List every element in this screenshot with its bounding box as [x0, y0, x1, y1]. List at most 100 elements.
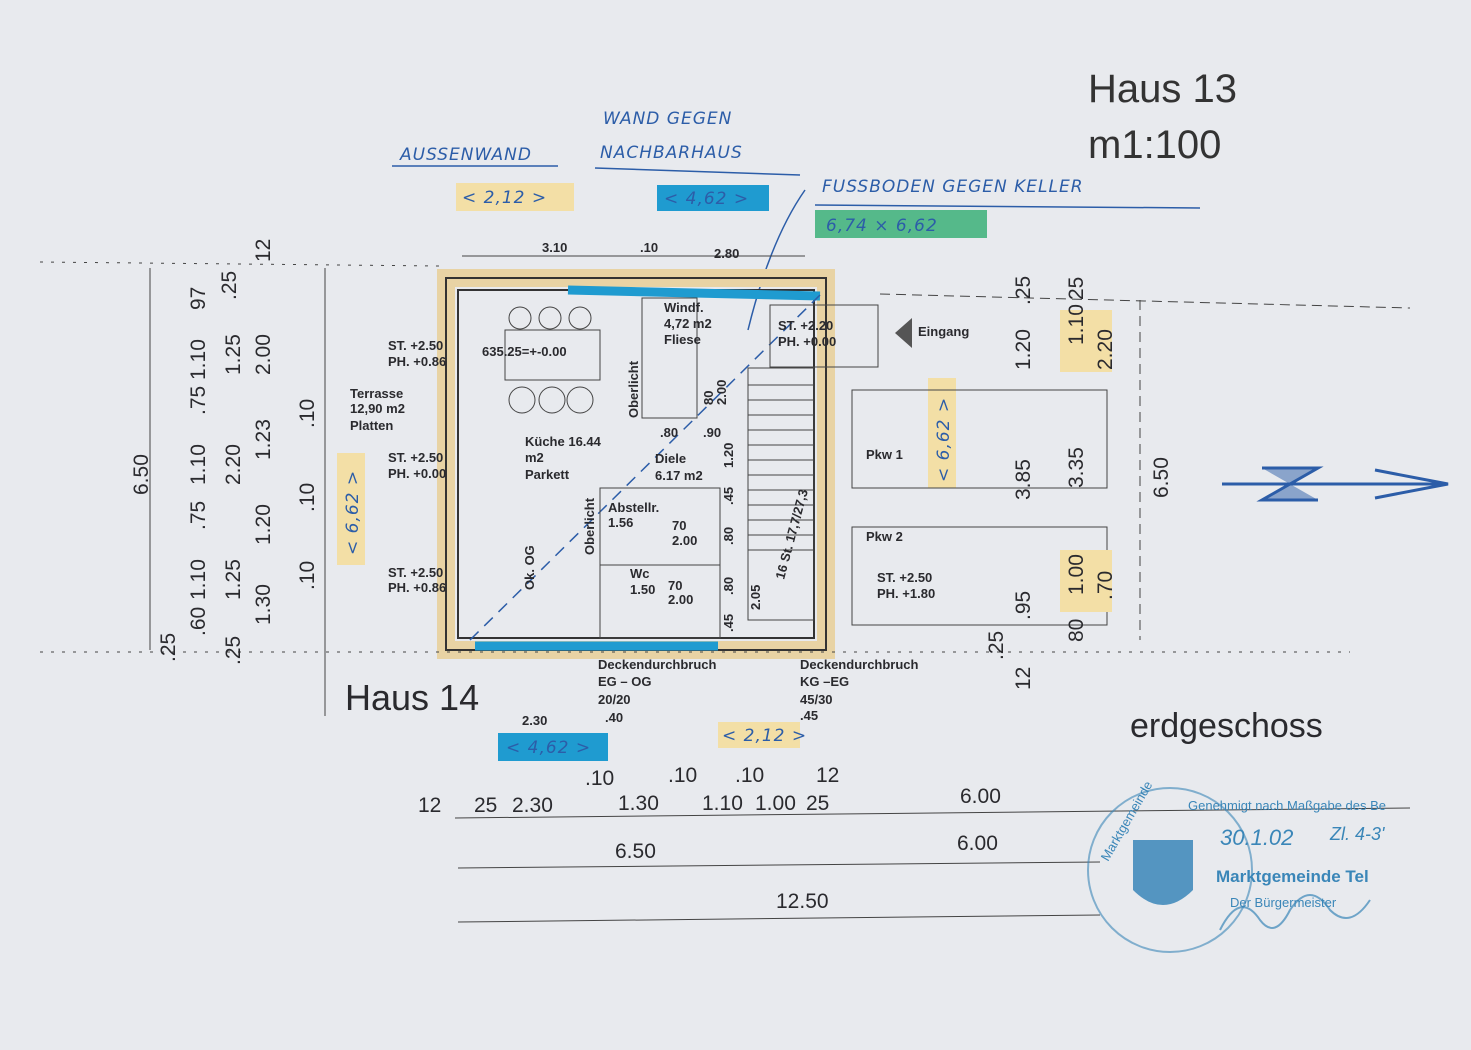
dim-left-a: .75: [187, 386, 210, 415]
ceiling-opening-1-floors: EG – OG: [598, 674, 651, 689]
car2-label: Pkw 2: [866, 529, 903, 544]
stair-treads: [748, 384, 814, 551]
staircase: [747, 367, 815, 621]
dim-bottom-top: .10: [668, 764, 697, 787]
party-wall-highlight-top: [567, 285, 821, 301]
dim-left-a: .75: [187, 501, 210, 530]
dim-bottom: 12: [418, 794, 441, 817]
level-ph2: PH. +0.00: [388, 466, 446, 481]
hall-label: Diele: [655, 451, 686, 466]
car1-label: Pkw 1: [866, 447, 903, 462]
dim-top: 3.10: [542, 240, 567, 255]
tag-bottom-mid: < 4,62 >: [506, 738, 591, 758]
dim-right-a: 1.20: [1012, 329, 1035, 370]
level-st2: ST. +2.50: [388, 450, 443, 465]
dim-right-a: .25: [1012, 276, 1035, 305]
note-exterior-wall: AUSSENWAND: [399, 145, 532, 165]
dim-right-a: 12: [1012, 667, 1035, 690]
dim-left-a: 1.10: [187, 339, 210, 380]
dim-top: 2.80: [714, 246, 739, 261]
level-ph3: PH. +0.86: [388, 580, 446, 595]
dim: 70: [668, 578, 682, 593]
dim-bottom: 2.30: [512, 794, 553, 817]
dim-right-b: 25: [1065, 277, 1088, 300]
terrace-area: 12,90 m2: [350, 401, 405, 416]
dim: 1.20: [721, 443, 736, 468]
dim-left-c: 12: [252, 239, 275, 262]
dim-right-b: 1.00: [1065, 554, 1088, 595]
note-party-wall-1: WAND GEGEN: [603, 109, 732, 129]
dim-right-a: 3.85: [1012, 459, 1035, 500]
dim-left-a: 1.10: [187, 559, 210, 600]
dim-bottom-half: 6.50: [615, 840, 656, 863]
dim-right-a: .95: [1012, 591, 1035, 620]
kitchen-label: Küche 16.44: [525, 434, 602, 449]
dim-bottom: 1.30: [618, 792, 659, 815]
tag-top-left: < 2,12 >: [462, 188, 547, 208]
tag-bottom-right: < 2,12 >: [722, 726, 807, 746]
level-st5: ST. +2.50: [877, 570, 932, 585]
dim-right-b: 2.20: [1094, 329, 1117, 370]
stamp-municipality: Marktgemeinde Tel: [1216, 867, 1369, 886]
dim: .80: [660, 425, 678, 440]
terrace-surface: Platten: [350, 418, 393, 433]
level-st1: ST. +2.50: [388, 338, 443, 353]
parking-1: [851, 389, 1108, 489]
dim-right-total: 6.50: [1150, 457, 1173, 498]
dim-bottom-small: .45: [800, 708, 818, 723]
house-outline: [39, 261, 1411, 716]
ceiling-opening-1: Deckendurchbruch: [598, 657, 717, 672]
storage-area: 1.56: [608, 515, 633, 530]
level-st3: ST. +2.50: [388, 565, 443, 580]
floor-label: erdgeschoss: [1130, 707, 1323, 745]
skylight-label-2: Oberlicht: [582, 497, 597, 555]
dim: 70: [672, 518, 686, 533]
dim-left-b: 1.25: [222, 334, 245, 375]
level-st4: ST. +2.20: [778, 318, 833, 333]
north-arrow-icon: [1222, 466, 1449, 502]
dim-right-a: .25: [985, 631, 1008, 660]
scale-label: m1:100: [1088, 123, 1221, 167]
vestibule-label: Windf.: [664, 300, 704, 315]
dim-left-total: 6.50: [130, 454, 153, 495]
ceiling-opening-2-floors: KG –EG: [800, 674, 849, 689]
dim-bottom-small: .40: [605, 710, 623, 725]
stamp-mayor: Der Bürgermeister: [1230, 895, 1337, 910]
kitchen-surface: Parkett: [525, 467, 570, 482]
entrance-label: Eingang: [918, 324, 969, 339]
dim-bottom: 1.00: [755, 792, 796, 815]
coat-of-arms-icon: [1133, 840, 1193, 905]
terrace-label: Terrasse: [350, 386, 403, 401]
stamp-approved: Genehmigt nach Maßgabe des Be: [1188, 798, 1386, 813]
dim-left-d: .10: [296, 561, 319, 590]
dim-left-b: .25: [222, 636, 245, 665]
dim-bottom: 25: [806, 792, 829, 815]
tag-left: < 6,62 >: [343, 470, 363, 555]
ceiling-opening-2-size: 45/30: [800, 692, 833, 707]
dim-left-d: .10: [296, 483, 319, 512]
upper-edge-label: Ok. OG: [522, 545, 537, 590]
dim-bottom: 1.10: [702, 792, 743, 815]
ceiling-opening-2: Deckendurchbruch: [800, 657, 919, 672]
dim: 2.00: [672, 533, 697, 548]
dim-bottom-top: .10: [585, 767, 614, 790]
dim-bottom: 12: [816, 764, 839, 787]
dim-right-b: 1.10: [1065, 304, 1088, 345]
dim: .45: [721, 614, 736, 632]
kitchen-area: m2: [525, 450, 544, 465]
dim: .80: [721, 577, 736, 595]
wc-label: Wc: [630, 566, 650, 581]
dining-table: [504, 329, 601, 381]
dim-top: .10: [640, 240, 658, 255]
neighbor-house-label: Haus 14: [345, 677, 479, 718]
ceiling-opening-1-size: 20/20: [598, 692, 631, 707]
dim-left-c: 2.00: [252, 334, 275, 375]
dim-left-b: .25: [218, 271, 241, 300]
dim-bottom-total: 12.50: [776, 890, 829, 913]
dim-left-a: .60: [187, 607, 210, 636]
dim: 2.00: [714, 380, 729, 405]
signature: [1219, 894, 1371, 931]
level-ph1: PH. +0.86: [388, 354, 446, 369]
